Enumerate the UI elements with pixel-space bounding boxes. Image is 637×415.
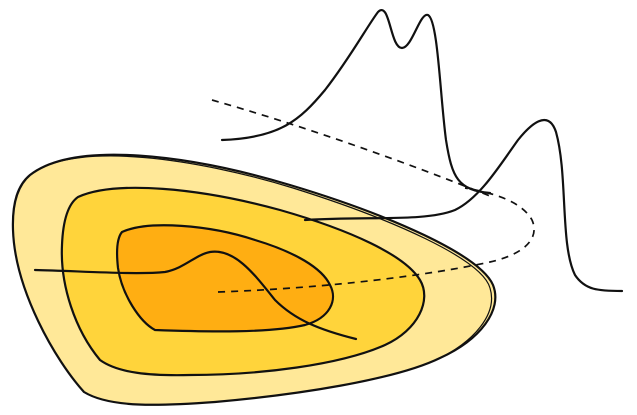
upper-profile-curve [220, 8, 492, 195]
projection-line-upper [211, 99, 491, 197]
projection-line-lower [217, 187, 535, 293]
surface-curve [33, 250, 358, 341]
right-profile-curve [303, 118, 624, 293]
